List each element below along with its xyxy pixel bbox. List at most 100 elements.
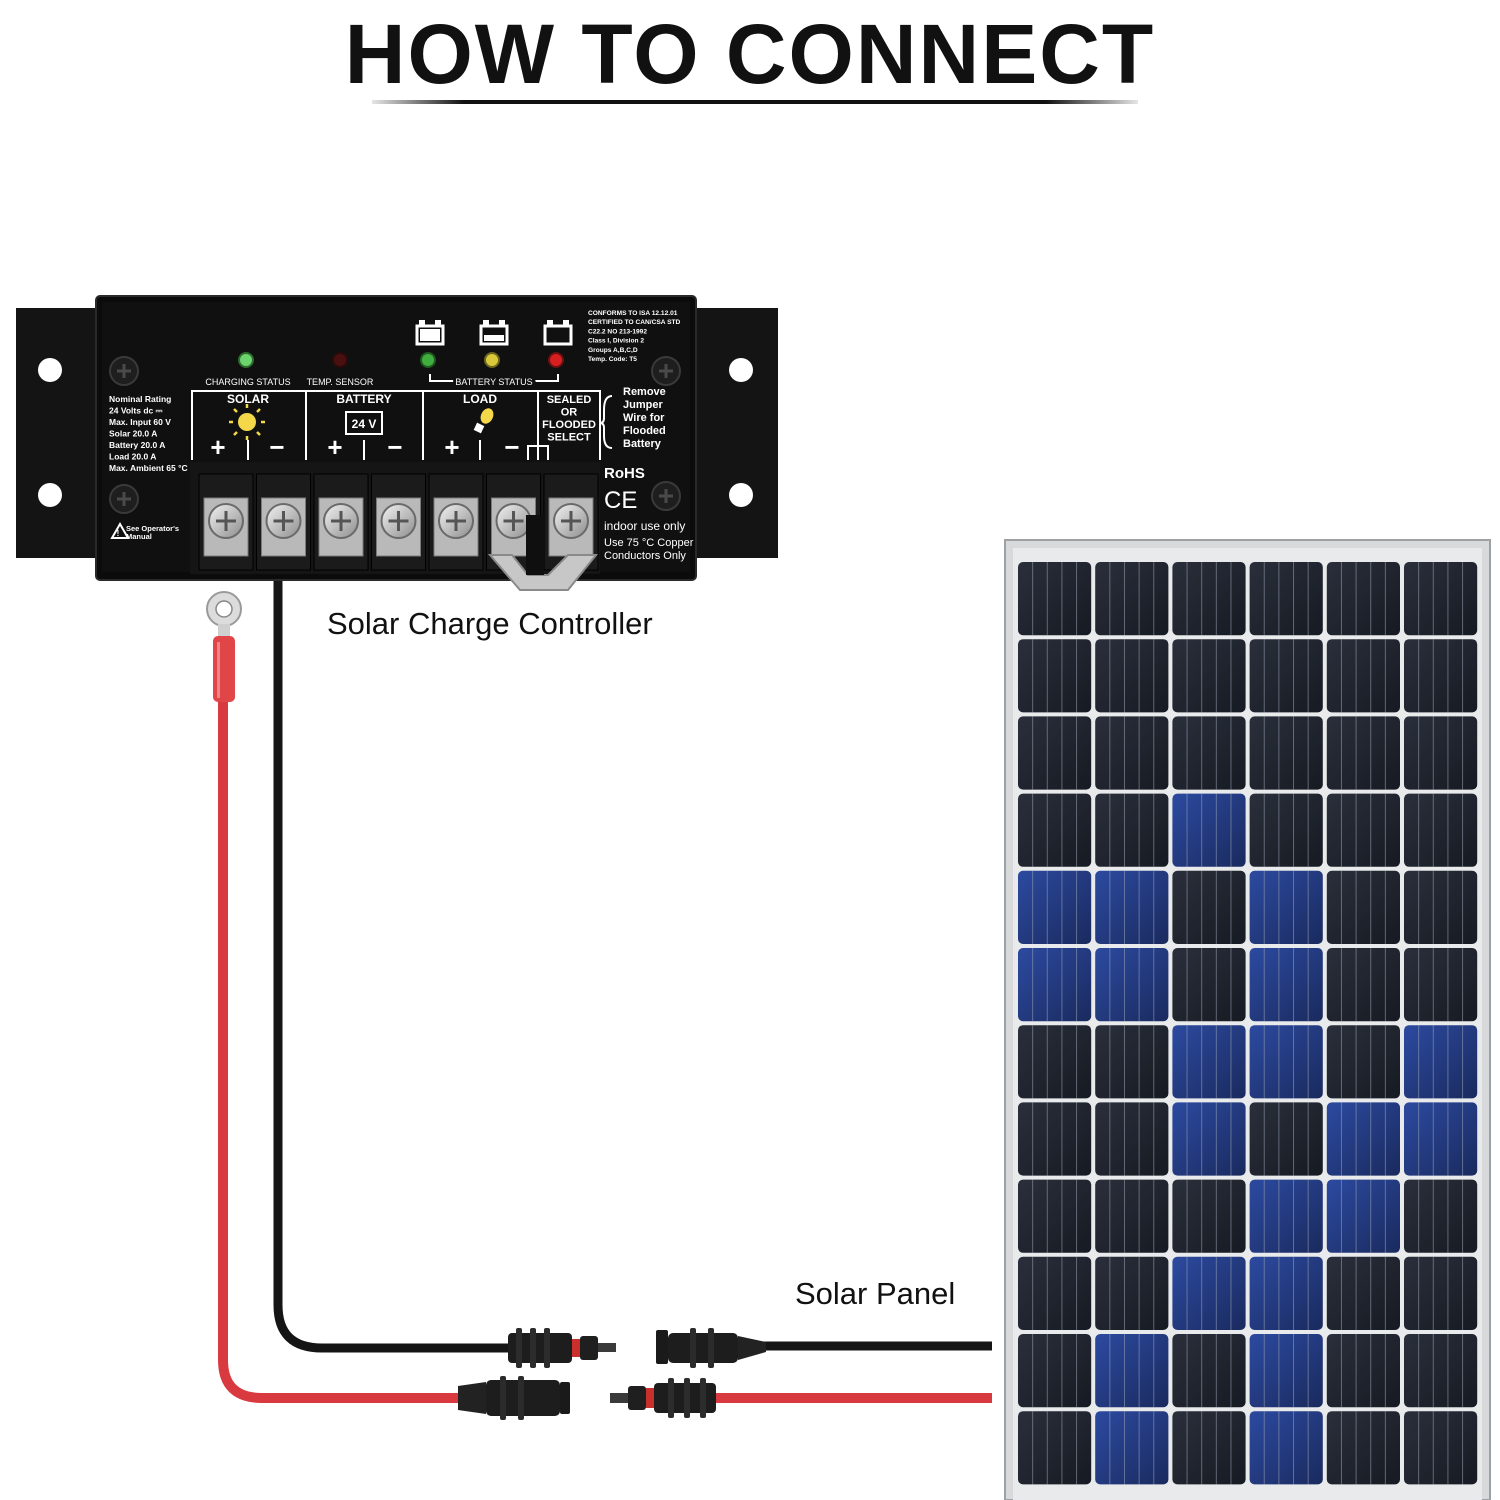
panel-cell bbox=[1172, 1179, 1246, 1253]
panel-cell bbox=[1404, 1102, 1478, 1176]
rating-line-3: Solar 20.0 A bbox=[109, 429, 157, 439]
battery-level-icons bbox=[415, 324, 573, 346]
panel-cell bbox=[1249, 639, 1323, 713]
panel-cell bbox=[1018, 793, 1092, 867]
jumper-line-2: Wire for bbox=[623, 412, 665, 424]
panel-cell bbox=[1404, 716, 1478, 790]
panel-cell bbox=[1249, 716, 1323, 790]
solar-section-label: SOLAR bbox=[227, 392, 269, 406]
panel-cell bbox=[1172, 562, 1246, 636]
panel-cell bbox=[1172, 1334, 1246, 1408]
page-title: HOW TO CONNECT bbox=[344, 7, 1156, 101]
black-wire-controller bbox=[273, 565, 512, 1353]
temp-sensor-port bbox=[332, 352, 348, 368]
red-wire-controller bbox=[218, 700, 462, 1403]
cert-line-5: Temp. Code: T5 bbox=[588, 356, 637, 363]
battery-status-yellow-led bbox=[484, 352, 500, 368]
solar-minus-sign: − bbox=[269, 432, 284, 462]
rating-line-6: Max. Ambient 65 °C bbox=[109, 463, 188, 473]
panel-cell bbox=[1095, 1179, 1169, 1253]
mc4-connector-black-male bbox=[508, 1328, 616, 1368]
battery-voltage-box bbox=[345, 411, 383, 435]
panel-cell bbox=[1404, 562, 1478, 636]
panel-cell bbox=[1326, 948, 1400, 1022]
panel-cell bbox=[1095, 639, 1169, 713]
battery-voltage-label: 24 V bbox=[352, 417, 377, 431]
panel-cell bbox=[1018, 948, 1092, 1022]
rating-line-4: Battery 20.0 A bbox=[109, 440, 165, 450]
panel-cell bbox=[1172, 639, 1246, 713]
light-bulb-icon bbox=[473, 408, 494, 434]
panel-cell bbox=[1172, 1256, 1246, 1330]
charging-status-led bbox=[238, 352, 254, 368]
rating-line-0: Nominal Rating bbox=[109, 394, 171, 404]
cert-line-4: Groups A,B,C,D bbox=[588, 347, 638, 354]
panel-cell bbox=[1404, 1411, 1478, 1485]
select-line-2: FLOODED bbox=[542, 419, 596, 431]
panel-cell bbox=[1404, 1256, 1478, 1330]
panel-cell bbox=[1172, 716, 1246, 790]
panel-cell bbox=[1172, 870, 1246, 944]
panel-cell bbox=[1095, 1411, 1169, 1485]
load-plus-sign: + bbox=[444, 432, 459, 462]
controller-caption: Solar Charge Controller bbox=[327, 606, 653, 641]
sun-icon bbox=[229, 404, 265, 440]
panel-cell bbox=[1249, 1179, 1323, 1253]
mc4-connector-black-female bbox=[656, 1328, 766, 1368]
panel-cell bbox=[1018, 1102, 1092, 1176]
panel-cell bbox=[1095, 870, 1169, 944]
panel-cell bbox=[1018, 1179, 1092, 1253]
panel-cell bbox=[1172, 1411, 1246, 1485]
panel-cell bbox=[1326, 639, 1400, 713]
mount-hole bbox=[38, 358, 62, 382]
temp-sensor-label: TEMP. SENSOR bbox=[307, 377, 374, 387]
cert-line-1: CERTIFIED TO CAN/CSA STD bbox=[588, 319, 681, 326]
mc4-connector-red-male bbox=[610, 1378, 716, 1418]
copper-line-0: Use 75 °C Copper bbox=[604, 537, 694, 549]
panel-cell bbox=[1249, 793, 1323, 867]
panel-caption: Solar Panel bbox=[795, 1276, 956, 1311]
panel-cell bbox=[1404, 1334, 1478, 1408]
solar-plus-sign: + bbox=[210, 432, 225, 462]
battery-plus-sign: + bbox=[327, 432, 342, 462]
panel-cell bbox=[1326, 716, 1400, 790]
battery-status-green-led bbox=[420, 352, 436, 368]
solar-panel bbox=[1004, 539, 1491, 1500]
panel-cell bbox=[1018, 1334, 1092, 1408]
panel-cell bbox=[1326, 1025, 1400, 1099]
ce-mark: CE bbox=[604, 487, 637, 514]
panel-cell bbox=[1018, 639, 1092, 713]
load-minus-sign: − bbox=[504, 432, 519, 462]
panel-cell bbox=[1018, 1411, 1092, 1485]
panel-cell bbox=[1095, 562, 1169, 636]
mount-hole bbox=[729, 358, 753, 382]
battery-section-label: BATTERY bbox=[336, 392, 391, 406]
panel-cell bbox=[1249, 562, 1323, 636]
panel-cell bbox=[1404, 1179, 1478, 1253]
panel-cell bbox=[1172, 1025, 1246, 1099]
solar-charge-controller: CHARGING STATUS TEMP. SENSOR BATTERY STA… bbox=[16, 295, 778, 591]
cert-line-3: Class I, Division 2 bbox=[588, 338, 644, 345]
panel-cell bbox=[1326, 793, 1400, 867]
mount-hole bbox=[38, 483, 62, 507]
panel-cell bbox=[1018, 870, 1092, 944]
panel-cell bbox=[1095, 1102, 1169, 1176]
panel-cell bbox=[1249, 1411, 1323, 1485]
ring-terminal bbox=[206, 591, 242, 702]
cert-line-0: CONFORMS TO ISA 12.12.01 bbox=[588, 310, 678, 317]
panel-cell bbox=[1249, 1334, 1323, 1408]
battery-status-bracket bbox=[429, 374, 559, 382]
manual-line-0: See Operator's bbox=[126, 524, 179, 533]
rating-line-5: Load 20.0 A bbox=[109, 452, 156, 462]
jumper-line-4: Battery bbox=[623, 438, 662, 450]
battery-minus-sign: − bbox=[387, 432, 402, 462]
select-line-0: SEALED bbox=[547, 394, 592, 406]
manual-line-1: Manual bbox=[126, 532, 152, 541]
select-line-1: OR bbox=[561, 407, 578, 419]
select-line-3: SELECT bbox=[547, 432, 591, 444]
panel-cell bbox=[1172, 948, 1246, 1022]
jumper-plate bbox=[487, 554, 599, 591]
select-brace bbox=[599, 395, 613, 449]
